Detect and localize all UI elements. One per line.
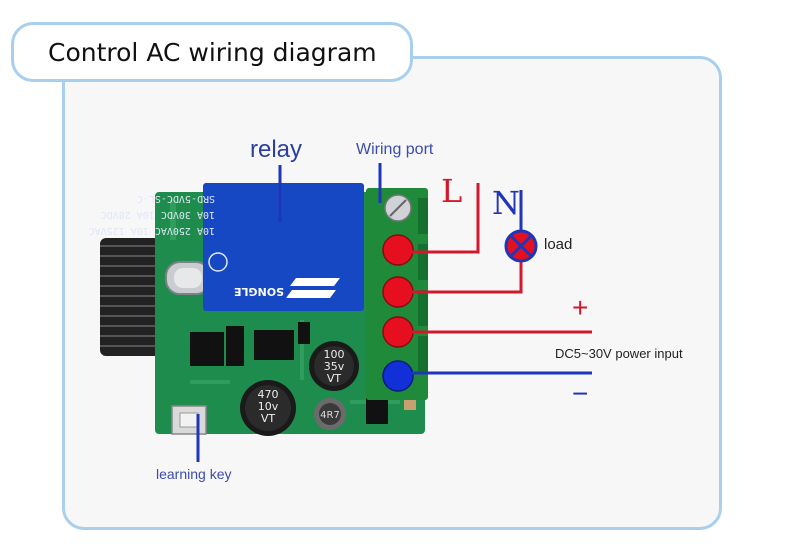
neutral-N-label: N [492,184,520,222]
ic-chip-1 [190,332,224,366]
positive-sign-label: + [572,292,589,323]
diode [298,322,310,344]
relay-label: relay [250,136,303,163]
wiring-port-label: Wiring port [356,141,434,158]
terminal-relay-out-1 [382,234,414,266]
terminal-relay-out-2 [382,276,414,308]
cap-2-voltage: 10v [258,400,279,413]
diagram-title: Control AC wiring diagram [11,22,413,82]
ic-chip-2 [254,330,294,360]
cap-2-series: VT [261,412,276,425]
load-lamp-icon [504,229,538,263]
songle-logo [286,278,340,298]
learning-key-label: learning key [156,466,232,482]
relay-rating-2-text: 10A 250VAC 10A 125VAC [89,225,215,236]
live-L-label: L [441,172,463,210]
power-input-label: DC5~30V power input [555,346,683,361]
capacitor-470uf: 470 10v VT [240,380,296,436]
ic-chip-3 [226,326,244,366]
wire-load-return [412,262,523,294]
cap-1-series: VT [327,372,342,385]
relay-brand-text: SONGLE [234,285,284,298]
cap-2-value: 470 [258,388,279,401]
terminal-power-positive [382,316,414,348]
terminal-block [366,188,428,400]
wire-live-L [412,183,480,254]
cert-mark-icon [208,252,228,272]
inductor-marking: 4R7 [320,410,340,421]
relay-model-text: SRD-5VDC-SL-C [137,193,215,204]
load-label: load [544,236,573,253]
screw-icon [384,194,412,222]
capacitor-100uf: 100 35v VT [309,341,359,391]
relay: SRD-5VDC-SL-C 10A 30VDC 10A 28VDC 10A 25… [89,183,364,311]
terminal-power-negative [382,360,414,392]
cap-1-value: 100 [324,348,345,361]
resistor [404,398,416,410]
transistor [366,398,388,424]
inductor: 4R7 [314,398,346,430]
learning-key-button[interactable] [171,405,207,435]
antenna-coil [100,238,160,356]
relay-rating-1-text: 10A 30VDC 10A 28VDC [101,209,215,220]
cap-1-voltage: 35v [324,360,345,373]
negative-sign-label: − [572,378,589,409]
